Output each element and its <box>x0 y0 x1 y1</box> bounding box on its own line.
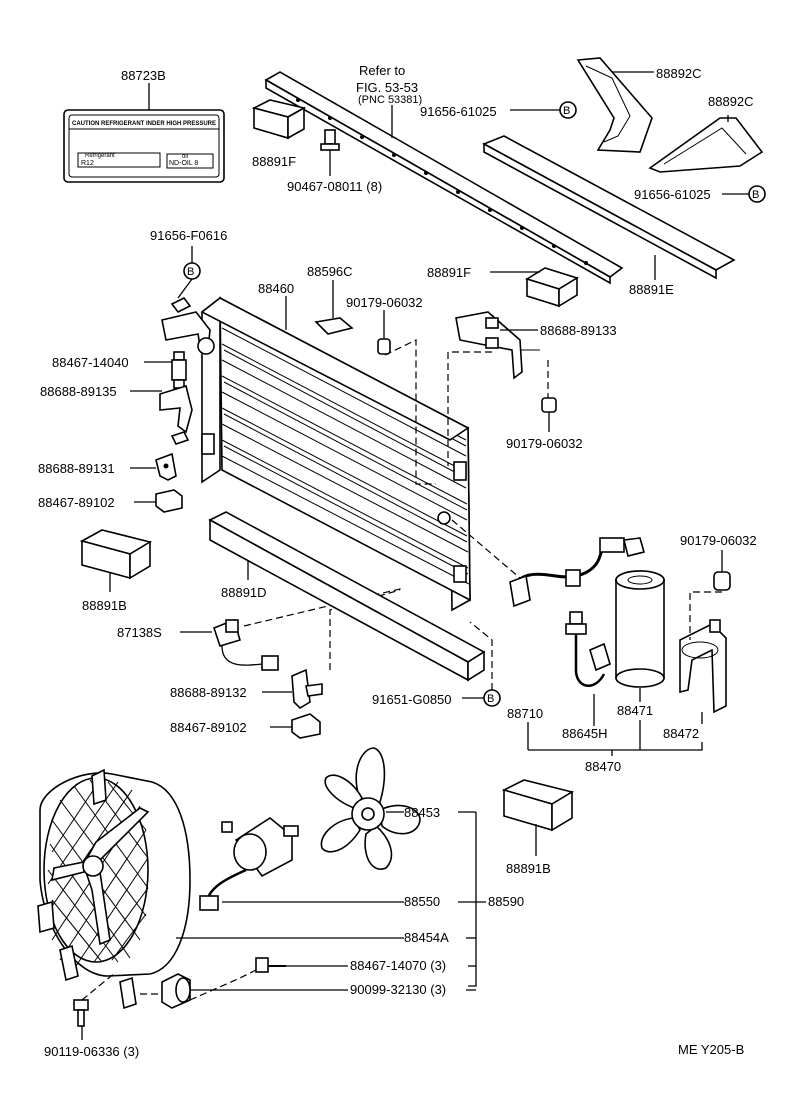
caution-decal: CAUTION REFRIGERANT INDER HIGH PRESSURE … <box>63 109 225 183</box>
fan-blade-88453 <box>320 747 421 870</box>
label-88891B-left: 88891B <box>82 598 127 613</box>
corner-piece-88892C-lower <box>648 117 764 173</box>
label-refer-to: Refer to <box>359 63 405 78</box>
label-88688-89132: 88688-89132 <box>170 685 247 700</box>
clip-88467-89102-lower <box>291 713 321 739</box>
label-88454A: 88454A <box>404 930 449 945</box>
svg-text:B: B <box>752 189 759 201</box>
nut-90179-upper <box>377 338 391 355</box>
label-88596C: 88596C <box>307 264 353 279</box>
label-88467-14040: 88467-14040 <box>52 355 129 370</box>
label-88471: 88471 <box>617 703 653 718</box>
upper-support-bar <box>264 71 624 285</box>
pad-88596C <box>314 317 354 335</box>
label-88453: 88453 <box>404 805 440 820</box>
label-88460: 88460 <box>258 281 294 296</box>
label-91656-61025-lower: 91656-61025 <box>634 187 711 202</box>
label-88891D: 88891D <box>221 585 267 600</box>
label-88590: 88590 <box>488 894 524 909</box>
label-88710: 88710 <box>507 706 543 721</box>
label-90099-32130: 90099-32130 (3) <box>350 982 446 997</box>
label-91651-G0850: 91651-G0850 <box>372 692 452 707</box>
label-pnc: (PNC 53381) <box>358 94 422 106</box>
decal-oil-type-text: ND-OIL 8 <box>169 160 198 167</box>
seal-88891D <box>208 511 486 682</box>
label-88467-89102-lower: 88467-89102 <box>170 720 247 735</box>
label-90467: 90467-08011 (8) <box>287 179 382 194</box>
label-91656-61025-upper: 91656-61025 <box>420 104 497 119</box>
label-88891B-right: 88891B <box>506 861 551 876</box>
label-90179-06032-far-right: 90179-06032 <box>680 533 757 548</box>
label-90179-06032-right: 90179-06032 <box>506 436 583 451</box>
grommet-90099-32130 <box>161 973 191 1009</box>
label-90179-06032-upper: 90179-06032 <box>346 295 423 310</box>
label-88550: 88550 <box>404 894 440 909</box>
label-88891F-top: 88891F <box>252 154 296 169</box>
bolt-bubble-center: B <box>483 689 501 707</box>
bracket-88688-89132 <box>291 668 323 710</box>
nut-90179-right <box>541 397 557 413</box>
bracket-88688-89135 <box>159 384 193 445</box>
bracket-88688-89131 <box>155 452 177 481</box>
bolt-90119-06336 <box>73 999 89 1027</box>
condenser-88460 <box>200 296 471 612</box>
bolt-bubble-left: B <box>183 262 201 280</box>
bolt-bubble-lower: B <box>748 185 766 203</box>
label-fig: FIG. 53-53 <box>356 80 418 95</box>
corner-piece-88892C-upper <box>576 57 653 153</box>
label-88467-14070: 88467-14070 (3) <box>350 958 446 973</box>
label-91656-F0616: 91656-F0616 <box>150 228 227 243</box>
bolt-bubble-upper: B <box>559 101 577 119</box>
label-88892C-upper: 88892C <box>656 66 702 81</box>
label-88723B: 88723B <box>121 68 166 83</box>
label-88892C-lower: 88892C <box>708 94 754 109</box>
label-88891F-right: 88891F <box>427 265 471 280</box>
svg-text:B: B <box>187 266 194 278</box>
decal-oil-text: oil <box>182 154 188 160</box>
clip-90467 <box>320 129 340 176</box>
pressure-switch-88645H <box>565 611 611 687</box>
bracket-88472 <box>679 619 727 714</box>
label-88467-89102-upper: 88467-89102 <box>38 495 115 510</box>
label-88470: 88470 <box>585 759 621 774</box>
pipe-88710 <box>509 537 645 608</box>
bracket-88688-89133 <box>455 311 540 380</box>
label-87138S: 87138S <box>117 625 162 640</box>
nut-90179-far-right <box>713 571 731 591</box>
seal-88891E <box>482 135 736 280</box>
fan-motor-88550 <box>199 817 299 911</box>
label-88688-89131: 88688-89131 <box>38 461 115 476</box>
decal-refrigerant-text: Refrigerant <box>85 153 115 159</box>
svg-text:B: B <box>487 693 494 705</box>
bolt-88467-14070 <box>255 957 286 973</box>
bracket-left-upper <box>161 296 215 355</box>
rubber-block-88891F-top <box>251 99 307 140</box>
rubber-block-88891B-left <box>79 529 153 580</box>
receiver-88471 <box>615 570 665 688</box>
decal-caution-text: CAUTION REFRIGERANT INDER HIGH PRESSURE <box>72 121 216 127</box>
decal-r12-text: R12 <box>81 160 94 167</box>
label-90119-06336: 90119-06336 (3) <box>44 1044 139 1059</box>
label-88688-89133: 88688-89133 <box>540 323 617 338</box>
rubber-block-88891F-right <box>525 267 579 308</box>
svg-text:B: B <box>563 105 570 117</box>
sensor-87138S <box>213 618 279 671</box>
fan-shroud-88454A <box>37 768 191 1010</box>
bolt-88467-14040 <box>171 351 187 389</box>
label-88688-89135: 88688-89135 <box>40 384 117 399</box>
label-88645H: 88645H <box>562 726 608 741</box>
label-88472: 88472 <box>663 726 699 741</box>
rubber-block-88891B-right <box>501 779 575 832</box>
diagram-code: ME Y205-B <box>678 1042 744 1057</box>
label-88891E: 88891E <box>629 282 674 297</box>
clip-88467-89102-upper <box>155 489 183 513</box>
